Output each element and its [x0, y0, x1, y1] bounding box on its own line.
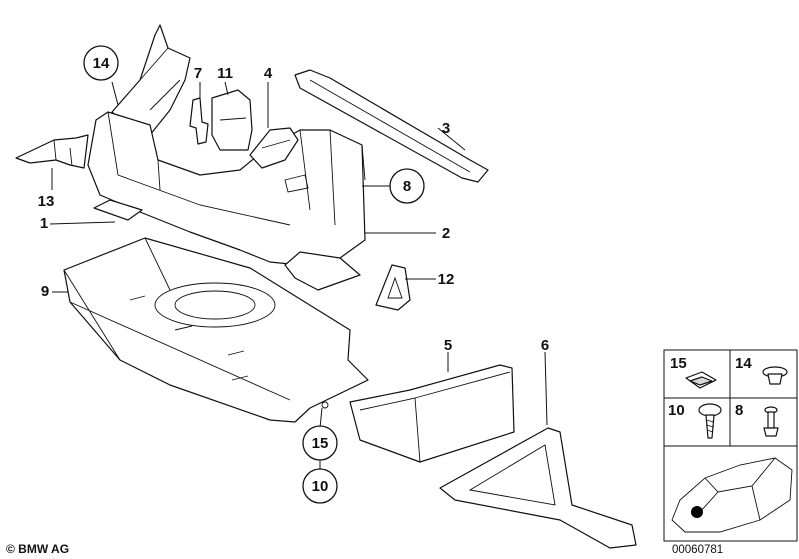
fastener-inset: 15 14 10 8	[663, 349, 798, 447]
part-1-plate	[93, 199, 143, 221]
screw-icon	[698, 403, 722, 439]
callouts: 14 7 11 4 3 8 13 1 2 9 12 5 6 15 10	[38, 45, 549, 504]
car-location-inset	[663, 445, 798, 542]
clip-nut-icon	[685, 371, 717, 389]
callout-3: 3	[442, 120, 450, 137]
callout-9: 9	[41, 283, 49, 300]
expansion-rivet-icon	[762, 366, 788, 385]
copyright-text: © BMW AG	[6, 542, 69, 556]
callout-2: 2	[442, 225, 450, 242]
callout-8-circle	[389, 168, 425, 204]
inset-label-15: 15	[670, 355, 687, 372]
callout-12: 12	[438, 271, 455, 288]
part-11-cover	[211, 89, 253, 151]
part-3-bar	[294, 69, 489, 183]
push-rivet-icon	[763, 406, 779, 437]
location-marker-dot	[691, 506, 703, 518]
part-6-frame	[439, 427, 637, 549]
callout-10: 10	[312, 478, 329, 495]
leader-lines	[49, 81, 548, 429]
part-7-clip	[189, 97, 209, 145]
part-2-air-guide-frame	[87, 111, 366, 291]
inset-label-14: 14	[735, 355, 752, 372]
callout-1: 1	[40, 215, 48, 232]
inset-label-10: 10	[668, 402, 685, 419]
callout-14: 14	[93, 55, 110, 72]
part-13-bracket	[15, 134, 89, 169]
part-9-shroud	[63, 237, 369, 423]
callout-4: 4	[264, 65, 273, 82]
callout-5: 5	[444, 337, 452, 354]
callout-8: 8	[403, 178, 411, 195]
callout-11: 11	[217, 65, 233, 82]
part-12-bracket	[375, 264, 411, 311]
callout-14-circle	[83, 45, 119, 81]
diagram-number: 00060781	[672, 544, 723, 556]
callout-15: 15	[312, 435, 329, 452]
callout-13: 13	[38, 193, 55, 210]
inset-label-8: 8	[735, 402, 743, 419]
part-4-bracket	[249, 127, 299, 169]
part-5-duct	[349, 364, 515, 463]
callout-6: 6	[541, 337, 549, 354]
callout-10-circle	[302, 468, 338, 504]
callout-7: 7	[194, 65, 202, 82]
